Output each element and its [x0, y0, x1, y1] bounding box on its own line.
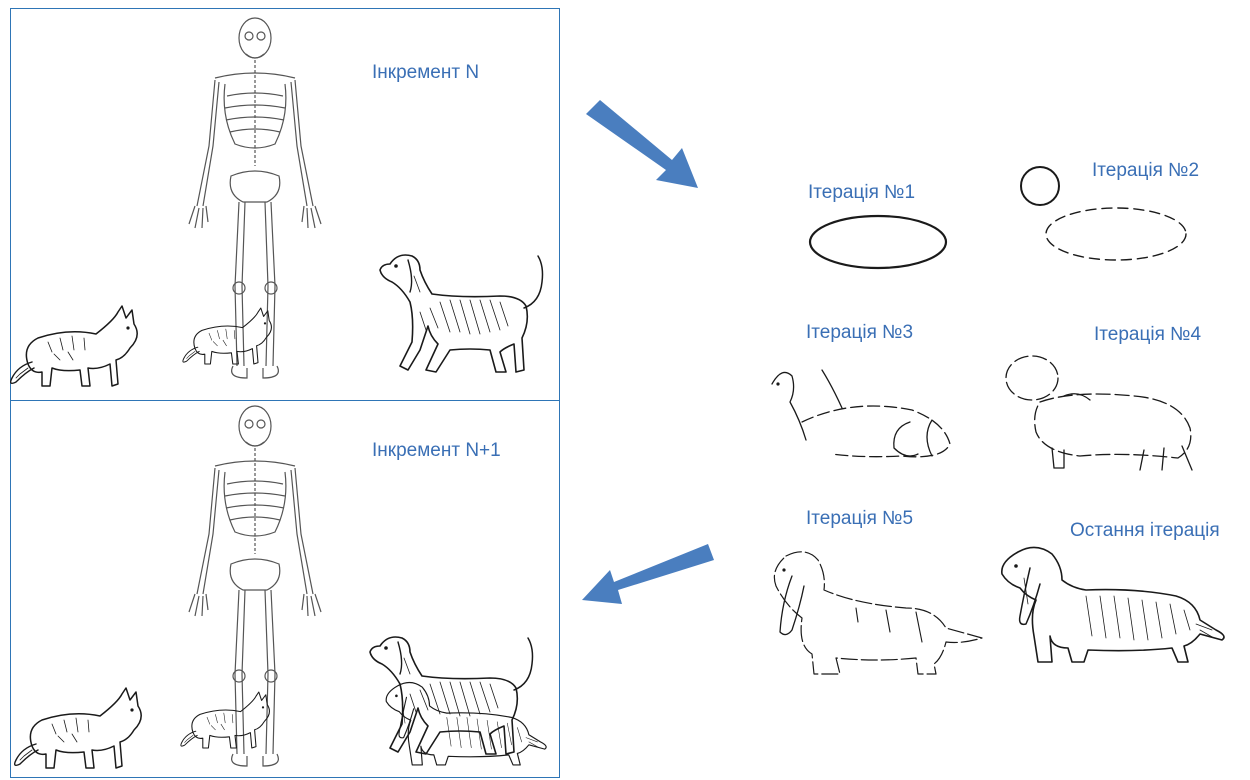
arrow-down-right-icon	[582, 96, 722, 196]
iteration-5-sketch	[766, 546, 988, 680]
cat-bottom-left-icon	[22, 688, 32, 698]
hound-dog-top-icon	[380, 252, 390, 262]
arrow-down-left-icon	[580, 536, 720, 616]
increment-n-plus-1-label: Інкремент N+1	[372, 440, 501, 462]
iteration-3-sketch	[762, 362, 962, 466]
skeleton-top-icon	[255, 16, 265, 26]
cat-top-left-icon	[18, 306, 28, 316]
iteration-4-label: Ітерація №4	[1094, 324, 1201, 346]
cat-top-middle-icon	[188, 308, 198, 318]
iteration-3-label: Ітерація №3	[806, 322, 913, 344]
increment-n-label: Інкремент N	[372, 62, 479, 84]
iteration-4-sketch	[1004, 352, 1204, 474]
last-iteration-basset-icon	[996, 544, 1006, 554]
last-iteration-label: Остання ітерація	[1070, 520, 1220, 542]
iteration-5-label: Ітерація №5	[806, 508, 913, 530]
cat-bottom-middle-icon	[186, 692, 196, 702]
iteration-1-label: Ітерація №1	[808, 182, 915, 204]
hound-dog-bottom-icon	[370, 634, 380, 644]
iteration-2-sketch	[1018, 164, 1188, 268]
basset-hound-bottom-icon	[382, 680, 392, 690]
iteration-1-sketch	[808, 212, 958, 276]
skeleton-bottom-icon	[255, 404, 265, 414]
